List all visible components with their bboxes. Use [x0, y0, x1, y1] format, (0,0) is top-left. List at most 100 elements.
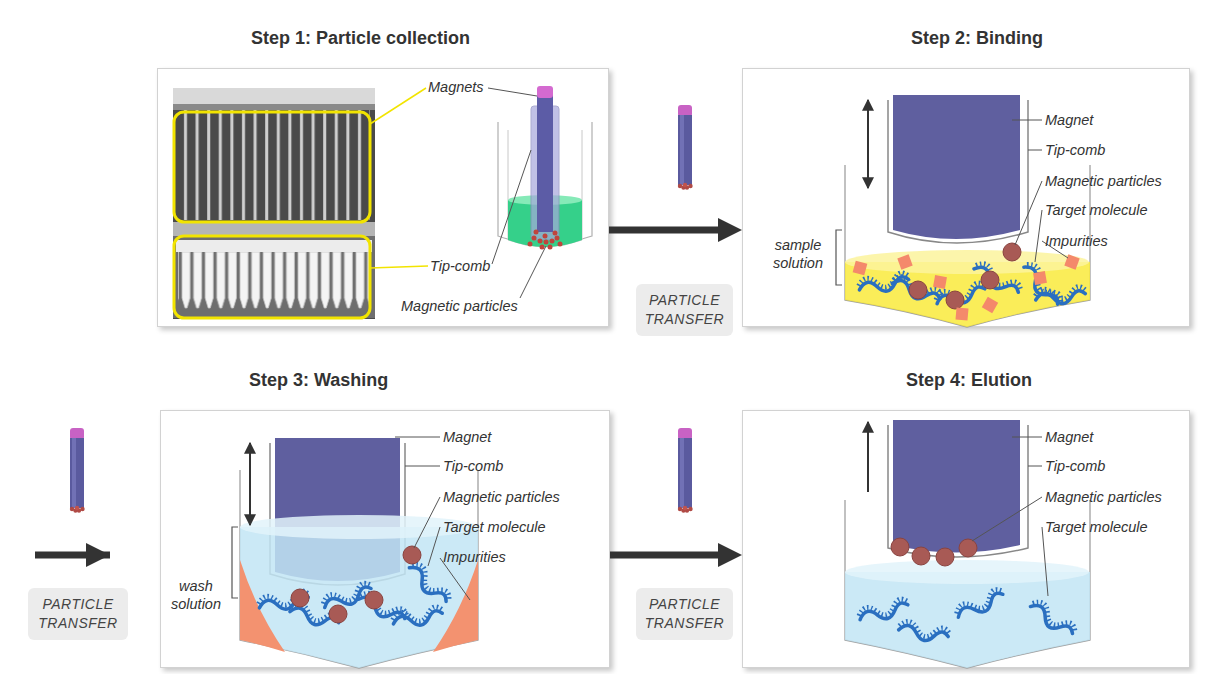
part-label: Magnets: [428, 78, 508, 96]
target-molecule: [356, 590, 408, 626]
leader-line: [488, 88, 546, 298]
tube-schematic: [537, 92, 553, 232]
instrument-photo: [173, 222, 375, 236]
transfer-arrow: [610, 552, 742, 559]
tube-schematic: [548, 245, 553, 250]
impurity: [1033, 271, 1047, 285]
impurity: [955, 307, 968, 320]
tube-schematic: [531, 106, 559, 240]
transfer-label: PARTICLE TRANSFER: [32, 595, 124, 633]
target-molecule: [857, 597, 909, 625]
washing-tube: [270, 443, 405, 585]
magnetic-particle: [959, 539, 977, 557]
tube-schematic: [543, 234, 548, 239]
elution-tube: [845, 560, 1089, 584]
impurity: [240, 560, 285, 652]
tube-schematic: [540, 245, 545, 250]
leader-line: [395, 437, 440, 438]
tube-schematic: [558, 242, 563, 247]
impurity: [1064, 254, 1079, 269]
leader-line: [488, 88, 537, 96]
washing-tube: [249, 443, 251, 525]
leader-line: [1012, 437, 1042, 438]
tube-schematic: [508, 200, 582, 247]
tube-schematic: [508, 195, 582, 205]
transfer-box: PARTICLE TRANSFER: [636, 284, 733, 336]
part-label: Impurities: [443, 548, 573, 566]
tip-icon: [678, 428, 693, 513]
tube-schematic: [528, 242, 533, 247]
magnetic-particle: [365, 591, 383, 609]
target-molecule: [971, 260, 1022, 299]
part-label: Magnetic particles: [1045, 488, 1175, 506]
tube-schematic: [508, 130, 582, 247]
elution-tube: [893, 420, 1020, 553]
step-title: Step 4: Elution: [906, 369, 1032, 391]
target-molecule: [258, 561, 452, 631]
leader-line: [1035, 210, 1042, 262]
tube-schematic: [555, 236, 560, 241]
leader-line: [405, 466, 440, 467]
tube-schematic: [538, 239, 543, 244]
elution-tube: [867, 422, 869, 492]
tube-schematic: [498, 122, 592, 244]
target-molecule: [858, 260, 1086, 309]
part-label: Magnet: [443, 428, 573, 446]
instrument-photo: [173, 88, 375, 104]
step-title: Step 3: Washing: [249, 369, 388, 391]
part-label: Impurities: [1045, 232, 1175, 250]
tube-schematic: [528, 230, 563, 250]
transfer-label: PARTICLE TRANSFER: [640, 595, 729, 633]
impurity: [982, 297, 998, 313]
part-label: Target molecule: [443, 518, 573, 536]
tube-schematic: [532, 236, 537, 241]
part-label: Tip-comb: [443, 457, 573, 475]
magnetic-particle: [909, 281, 927, 299]
part-label: Magnetic particles: [443, 488, 573, 506]
tube-schematic: [537, 86, 553, 98]
tip-icon: [70, 428, 85, 513]
tip-icon: [678, 105, 693, 190]
elution-tube: [888, 425, 1028, 557]
instrument-photo: [174, 236, 370, 318]
magnetic-particle: [291, 589, 309, 607]
magnetic-particle: [981, 271, 999, 289]
magnetic-particle: [291, 546, 421, 623]
washing-tube: [275, 438, 400, 581]
target-molecule: [858, 271, 910, 295]
transfer-label: PARTICLE TRANSFER: [640, 291, 729, 329]
leader-line: [370, 88, 426, 124]
binding-tube: [893, 95, 1020, 239]
part-label: Magnet: [1045, 111, 1175, 129]
instrument-photo: [173, 236, 375, 318]
leader-line: [492, 150, 531, 264]
magnetic-particle: [329, 605, 347, 623]
leader-line: [1012, 120, 1042, 121]
tube-schematic: [498, 86, 592, 250]
binding-tube: [888, 100, 1028, 243]
magnetic-particle: [912, 547, 930, 565]
elution-tube: [845, 420, 1090, 668]
instrument-photo: [174, 112, 370, 222]
target-molecule: [392, 605, 444, 629]
transfer-box: PARTICLE TRANSFER: [28, 588, 128, 640]
leader-line: [972, 497, 1042, 541]
target-molecule: [934, 281, 986, 309]
tube-schematic: [534, 230, 539, 235]
target-molecule: [405, 561, 452, 608]
transfer-box: PARTICLE TRANSFER: [636, 588, 733, 640]
impurity: [433, 560, 478, 652]
washing-tube: [232, 438, 478, 668]
target-molecule: [954, 587, 1006, 623]
part-label: wash solution: [164, 577, 228, 613]
part-label: Tip-comb: [1045, 141, 1175, 159]
impurity: [853, 261, 868, 276]
tube-schematic: [553, 231, 558, 236]
target-molecule: [321, 581, 373, 613]
magnetic-particle: [909, 243, 1021, 309]
leader-line: [1028, 150, 1042, 151]
